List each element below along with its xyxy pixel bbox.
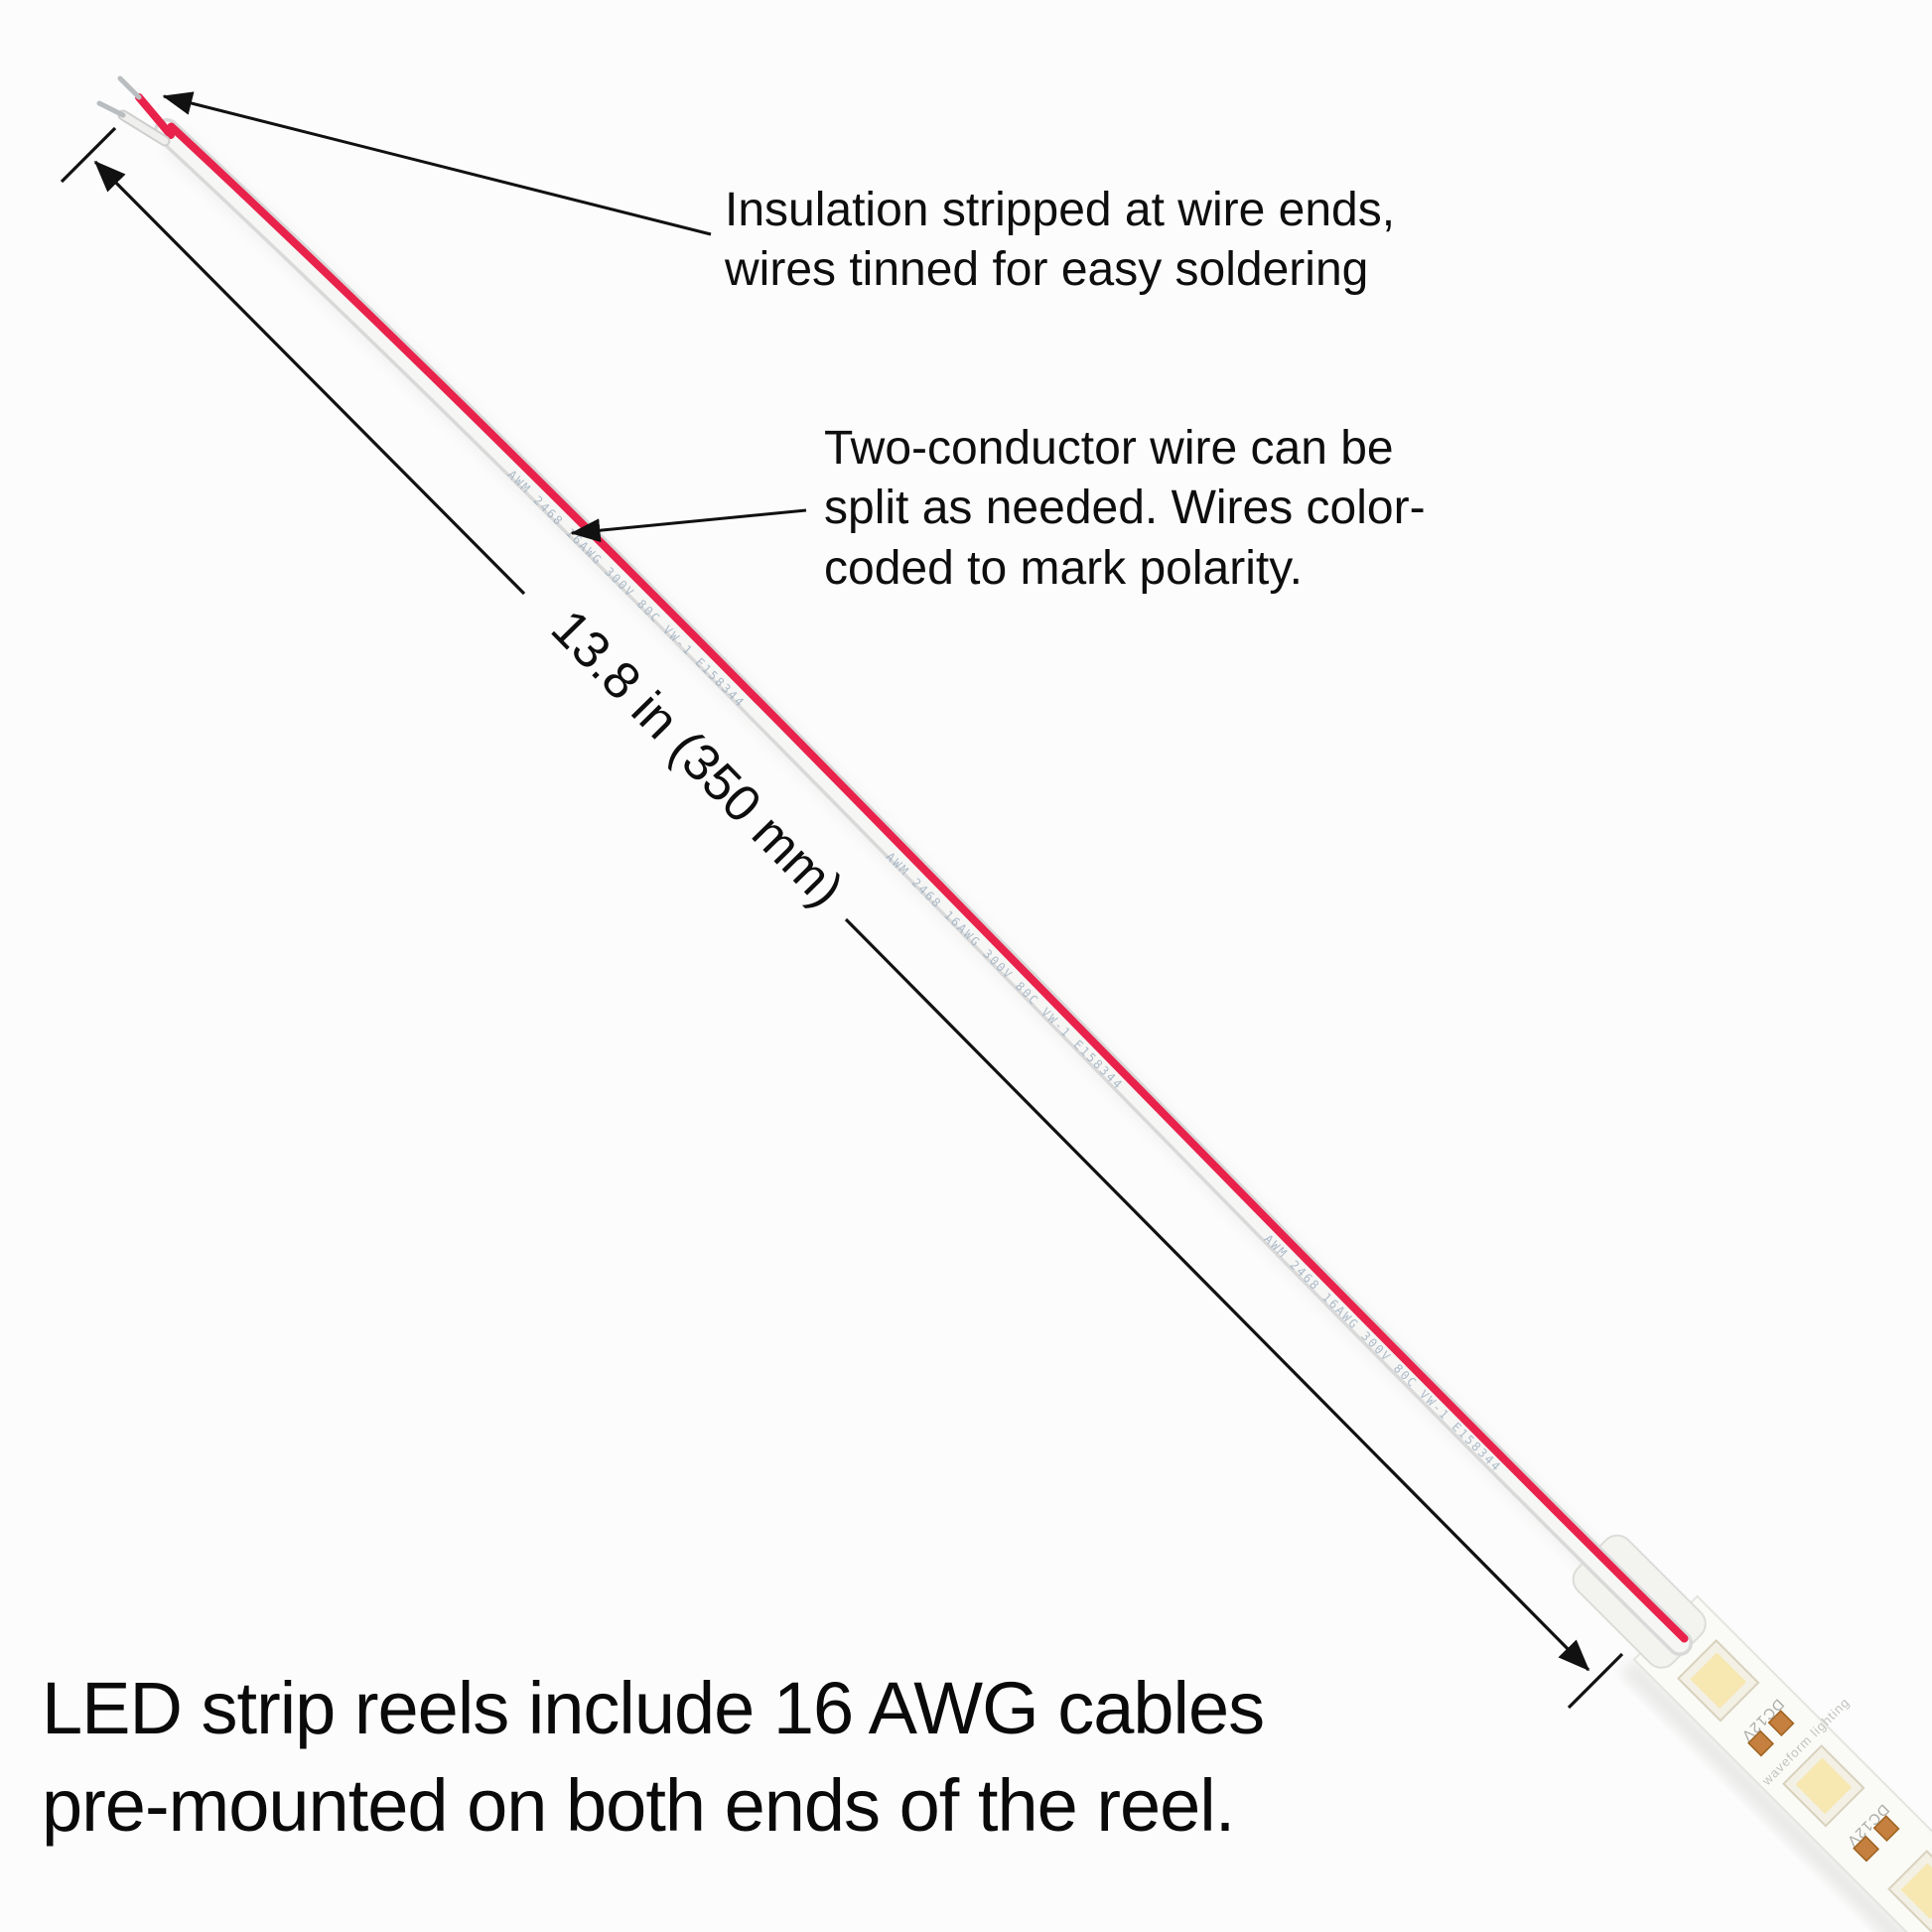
caption-text: LED strip reels include 16 AWG cables pr… (42, 1660, 1265, 1854)
led-strip-shadow (1620, 1658, 1932, 1932)
dimension-tick-top (60, 126, 117, 184)
tinned-tip-red (117, 75, 142, 100)
callout-split-line: split as needed. Wires color- (824, 482, 1426, 535)
led-chip (1782, 1744, 1865, 1828)
caption-line: pre-mounted on both ends of the reel. (42, 1763, 1235, 1847)
led-chip (1677, 1639, 1760, 1723)
callout-split-line: Two-conductor wire can be (824, 422, 1394, 475)
callout-insulation-line: wires tinned for easy soldering (725, 243, 1369, 297)
tinned-tip-white (96, 100, 126, 118)
stripped-red-lead (135, 93, 175, 139)
wire-print-text: AWM 2468 16AWG 300V 80C VW-1 E158344 (883, 850, 1126, 1093)
callout-arrow-split (570, 508, 807, 543)
wire-white-conductor (157, 121, 1690, 1653)
dimension-tick-bottom (1567, 1652, 1624, 1710)
callout-arrow-insulation (162, 91, 712, 236)
callout-split-text: Two-conductor wire can be split as neede… (824, 419, 1426, 599)
wire-red-conductor (167, 122, 1689, 1643)
dimension-line-lower (844, 917, 1590, 1672)
callout-insulation-text: Insulation stripped at wire ends, wires … (725, 181, 1395, 301)
wire-print-text: AWM 2468 16AWG 300V 80C VW-1 E158344 (1261, 1232, 1504, 1475)
caption-line: LED strip reels include 16 AWG cables (42, 1667, 1265, 1749)
led-chip (1887, 1850, 1932, 1932)
callout-insulation-line: Insulation stripped at wire ends, (725, 184, 1396, 236)
dimension-line-upper (93, 160, 526, 596)
resistor-pair (1747, 1710, 1795, 1757)
callout-split-line: coded to mark polarity. (824, 541, 1303, 595)
stripped-white-lead (119, 111, 169, 145)
resistor-pair (1853, 1815, 1900, 1863)
